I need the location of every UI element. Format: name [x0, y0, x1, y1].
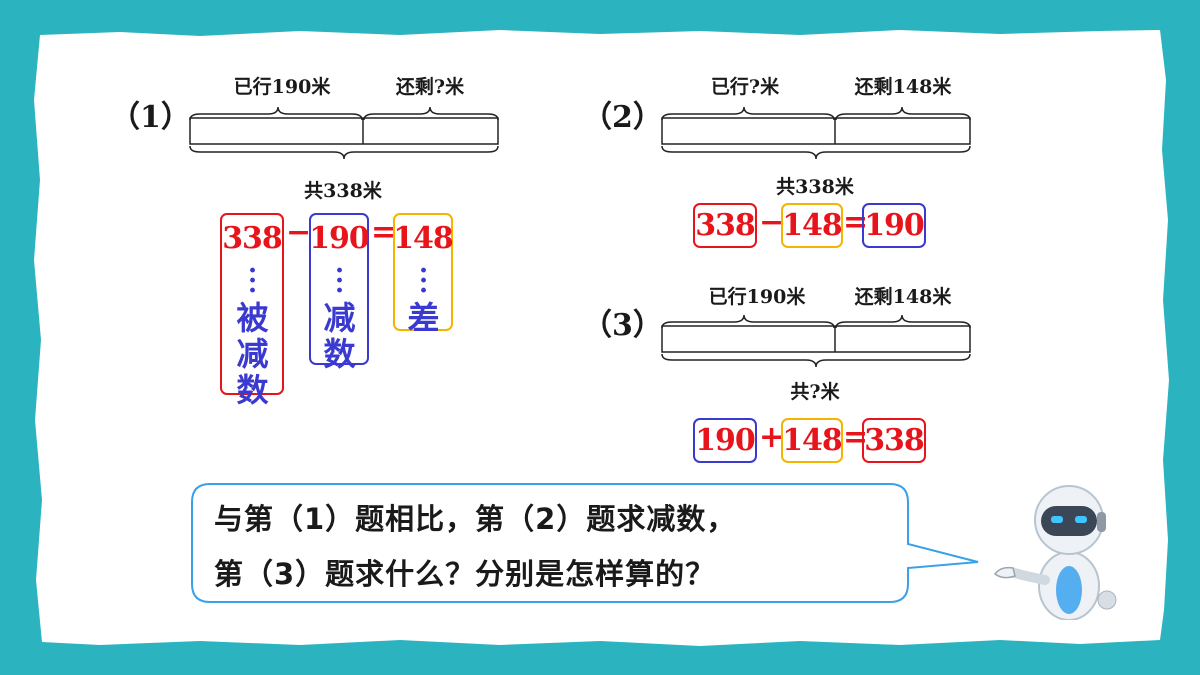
problem-3-left-segment: 已行190米 — [708, 286, 806, 308]
difference-value: 148 — [393, 221, 454, 256]
subtrahend-dots: ··· — [334, 256, 344, 306]
problem-2-right-segment: 还剩148米 — [854, 76, 952, 98]
speech-bubble — [191, 483, 979, 603]
problem-1-label: （1） — [110, 100, 191, 135]
subtrahend-value: 190 — [309, 221, 370, 256]
subtrahend-box: 190 ··· 减数 — [309, 213, 370, 372]
plus-sign: + — [759, 420, 785, 455]
problem-3-addend2-box: 148 — [781, 418, 843, 463]
difference-term: 差 — [407, 299, 439, 337]
problem-2-bar-diagram — [661, 106, 971, 160]
bubble-line-1: 与第（1）题相比，第（2）题求减数， — [214, 502, 737, 536]
problem-2-result-box: 190 — [862, 203, 926, 248]
problem-1-right-segment: 还剩?米 — [395, 76, 465, 98]
problem-2-minuend-box: 338 — [693, 203, 757, 248]
problem-2-minus-sign: − — [759, 205, 785, 240]
minuend-dots: ··· — [247, 256, 257, 306]
minuend-box: 338 ··· 被减数 — [220, 213, 284, 408]
problem-2-subtrahend-box: 148 — [781, 203, 843, 248]
difference-dots: ··· — [418, 256, 428, 306]
problem-2-left-segment: 已行?米 — [710, 76, 780, 98]
problem-2-total: 共338米 — [776, 176, 854, 198]
minuend-value: 338 — [222, 221, 283, 256]
problem-1-bar-diagram — [189, 106, 499, 160]
equals-sign: = — [371, 215, 397, 250]
problem-3-sum-box: 338 — [862, 418, 926, 463]
minus-sign: − — [286, 215, 312, 250]
problem-3-total: 共?米 — [790, 381, 840, 403]
problem-3-label: （3） — [582, 308, 663, 343]
minuend-term: 被减数 — [236, 299, 268, 409]
robot-icon — [993, 485, 1117, 620]
problem-1-left-segment: 已行190米 — [233, 76, 331, 98]
subtrahend-term: 减数 — [323, 299, 355, 373]
difference-box: 148 ··· 差 — [393, 213, 454, 336]
problem-2-label: （2） — [582, 100, 663, 135]
problem-3-right-segment: 还剩148米 — [854, 286, 952, 308]
problem-3-addend1-box: 190 — [693, 418, 757, 463]
problem-3-bar-diagram — [661, 314, 971, 368]
bubble-line-2: 第（3）题求什么？分别是怎样算的？ — [214, 557, 716, 591]
problem-1-total: 共338米 — [304, 180, 382, 202]
